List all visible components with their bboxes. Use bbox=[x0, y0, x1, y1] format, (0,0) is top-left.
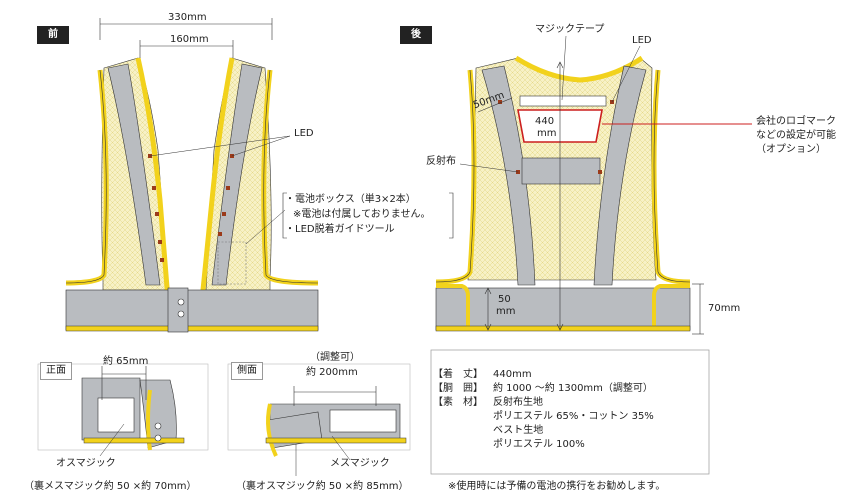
back-belt bbox=[435, 287, 691, 331]
front-belt bbox=[65, 289, 319, 331]
detail-front-badge: 正面 bbox=[40, 362, 72, 380]
spec-value-5: ポリエステル 100% bbox=[493, 439, 585, 450]
back-height-label-1: 440 bbox=[535, 116, 555, 127]
belt-label-2: mm bbox=[496, 306, 516, 317]
spec-value-4: ベスト生地 bbox=[493, 425, 544, 436]
front-note-2: ※電池は付属しておりません。 bbox=[293, 209, 431, 220]
back-reflector-left bbox=[481, 65, 536, 286]
detail-side-part: メスマジック bbox=[330, 458, 390, 469]
footnote: ※使用時には予備の電池の携行をお勧めします。 bbox=[448, 481, 666, 492]
front-width-outer: 330mm bbox=[168, 12, 207, 23]
back-height-label-2: mm bbox=[537, 128, 557, 139]
magic-tape-label: マジックテープ bbox=[535, 24, 605, 35]
back-led-label: LED bbox=[632, 35, 652, 46]
logo-note-2: などの設定が可能 bbox=[756, 130, 836, 141]
spec-key-1: 【胴 囲】 bbox=[433, 383, 483, 394]
detail-front-width: 約 65mm bbox=[103, 356, 149, 367]
logo-note-1: 会社のロゴマーク bbox=[756, 116, 836, 127]
front-led-label: LED bbox=[294, 128, 314, 139]
detail-side-width: 約 200mm bbox=[306, 367, 358, 378]
spec-value-2: 反射布生地 bbox=[493, 397, 543, 408]
front-reflector-left bbox=[107, 63, 161, 286]
back-reflector-right bbox=[593, 65, 647, 286]
detail-side-adjust: （調整可） bbox=[310, 352, 360, 363]
logo-note-3: （オプション） bbox=[756, 144, 826, 155]
back-reflector-band bbox=[521, 157, 601, 185]
spec-value-0: 440mm bbox=[493, 369, 532, 380]
front-reflector-right bbox=[211, 63, 263, 286]
spec-key-0: 【着 丈】 bbox=[433, 369, 483, 380]
front-note-3: ・LED脱着ガイドツール bbox=[285, 224, 395, 235]
front-note-1: ・電池ボックス（単3×2本） bbox=[285, 194, 416, 205]
front-vest bbox=[65, 18, 454, 333]
magic-tape bbox=[519, 95, 607, 107]
belt-label-1: 50 bbox=[498, 294, 511, 305]
spec-box bbox=[430, 349, 710, 475]
spec-value-3: ポリエステル 65%・コットン 35% bbox=[493, 411, 654, 422]
back-badge: 後 bbox=[400, 26, 432, 44]
front-badge: 前 bbox=[37, 26, 69, 44]
detail-front-part: オスマジック bbox=[56, 458, 116, 469]
spec-value-1: 約 1000 ～約 1300mm（調整可） bbox=[493, 383, 653, 394]
detail-front-caption: （裏メスマジック約 50 ×約 70mm） bbox=[24, 481, 197, 492]
spec-key-2: 【素 材】 bbox=[433, 397, 483, 408]
battery-box bbox=[217, 241, 247, 285]
reflector-label: 反射布 bbox=[426, 156, 456, 167]
back-vest bbox=[435, 35, 752, 335]
belt-height-label: 70mm bbox=[708, 303, 741, 314]
detail-side-badge: 側面 bbox=[231, 362, 263, 380]
detail-side-caption: （裏オスマジック約 50 ×約 85mm） bbox=[236, 481, 409, 492]
front-width-inner: 160mm bbox=[170, 34, 209, 45]
